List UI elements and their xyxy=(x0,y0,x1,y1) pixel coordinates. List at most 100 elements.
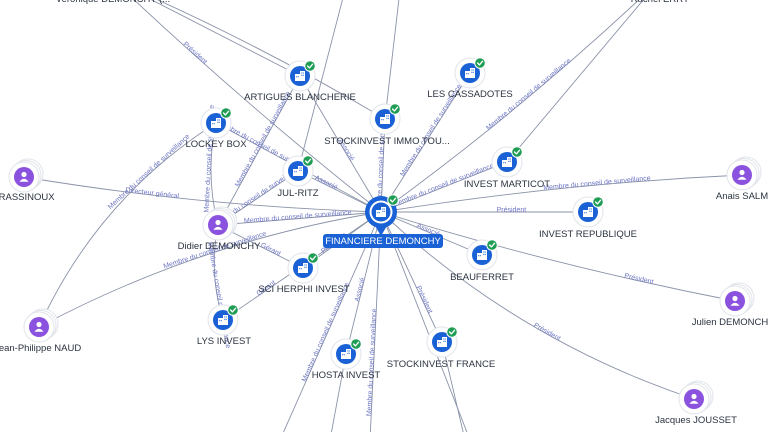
edge-label: Président xyxy=(624,273,654,286)
building-icon xyxy=(376,207,386,217)
person-icon xyxy=(19,171,29,182)
graph-node-julritz[interactable]: JUL-RITZ xyxy=(277,155,319,199)
graph-node-stockfrance[interactable]: STOCKINVEST FRANCE xyxy=(387,326,495,370)
person-icon xyxy=(34,321,44,332)
relation-edge xyxy=(150,0,301,77)
graph-node-herphi[interactable]: SCI HERPHI INVEST xyxy=(258,252,350,295)
building-icon xyxy=(583,207,593,217)
node-label: INVEST MARTICOT xyxy=(464,179,550,190)
building-icon xyxy=(293,166,303,176)
node-label: STOCKINVEST IMMO TOU... xyxy=(324,136,449,147)
edge-label: Membre du conseil de surveillance xyxy=(244,209,352,225)
building-icon xyxy=(295,71,305,81)
node-label: BEAUFERRET xyxy=(450,272,514,283)
building-icon xyxy=(298,263,308,273)
graph-node-cassadotes[interactable]: LES CASSADOTES xyxy=(427,57,513,100)
edge-label: Membre du conseil de surveillance xyxy=(376,108,388,216)
relation-edge xyxy=(384,0,400,120)
node-label: Anais SALM xyxy=(716,191,768,202)
graph-node-jousset[interactable]: Jacques JOUSSET xyxy=(655,380,737,426)
relation-edge xyxy=(297,0,343,172)
building-icon xyxy=(477,250,487,260)
node-label: SCI HERPHI INVEST xyxy=(258,284,350,295)
verified-check-icon xyxy=(220,107,232,119)
node-label: Julien DEMONCH xyxy=(692,317,768,328)
verified-check-icon xyxy=(389,103,401,115)
node-label: Jacques JOUSSET xyxy=(655,415,737,426)
person-icon xyxy=(730,295,740,306)
relation-edge xyxy=(23,176,382,213)
building-icon xyxy=(502,157,512,167)
edge-label: Président xyxy=(414,285,433,315)
verified-check-icon xyxy=(592,196,604,208)
verified-check-icon xyxy=(511,146,523,158)
edge-label: Gérant xyxy=(259,242,281,258)
relation-edge xyxy=(133,0,382,213)
node-label: STOCKINVEST FRANCE xyxy=(387,359,495,370)
relation-edge xyxy=(156,0,386,120)
building-icon xyxy=(437,337,447,347)
center-node-label: FINANCIERE DEMONCHY xyxy=(325,236,441,247)
node-label: HOSTA INVEST xyxy=(312,370,381,381)
node-label: Rachel ERRY xyxy=(631,0,690,5)
graph-node-marticot[interactable]: INVEST MARTICOT xyxy=(464,146,550,190)
edge-label: Membre du conseil de surveillance xyxy=(366,308,378,416)
verified-check-icon xyxy=(302,155,314,167)
edge-label: Président xyxy=(532,322,561,343)
person-icon xyxy=(213,219,223,230)
node-label: Veronique DEMONCHY (... xyxy=(56,0,170,5)
building-icon xyxy=(218,315,228,325)
relation-edge xyxy=(299,75,382,213)
relation-edge xyxy=(38,211,382,328)
node-label: ean-Philippe NAUD xyxy=(0,343,81,354)
verified-check-icon xyxy=(307,252,319,264)
verified-check-icon xyxy=(227,304,239,316)
person-icon xyxy=(689,393,699,404)
graph-node-julien[interactable]: Julien DEMONCH xyxy=(692,282,768,328)
verified-check-icon xyxy=(474,57,486,69)
building-icon xyxy=(211,118,221,128)
edge-label: Président xyxy=(181,41,208,66)
relation-edge xyxy=(38,122,217,328)
graph-node-lys[interactable]: LYS INVEST xyxy=(197,304,251,347)
graph-node-rassinoux[interactable]: an RASSINOUX xyxy=(0,158,55,203)
graph-node-didier[interactable]: Didier DEMONCHY xyxy=(178,206,262,252)
edge-label: Membre du conseil de surveillance xyxy=(107,133,192,211)
graph-node-artigues[interactable]: ARTIGUES BLANCHERIE xyxy=(244,60,356,103)
graph-node-beauferret[interactable]: BEAUFERRET xyxy=(450,239,514,283)
verified-check-icon xyxy=(350,338,362,350)
relation-edge xyxy=(380,0,640,213)
person-icon xyxy=(737,169,747,180)
graph-node-veronique[interactable]: Veronique DEMONCHY (... xyxy=(56,0,170,5)
verified-check-icon xyxy=(387,194,399,206)
building-icon xyxy=(341,349,351,359)
node-label: an RASSINOUX xyxy=(0,192,55,203)
relation-edge xyxy=(506,0,644,163)
graph-node-lockey[interactable]: LOCKEY BOX xyxy=(185,107,247,150)
node-label: LYS INVEST xyxy=(197,336,251,347)
node-label: Didier DEMONCHY xyxy=(178,241,262,252)
node-label: LES CASSADOTES xyxy=(427,89,513,100)
verified-check-icon xyxy=(486,239,498,251)
center-label-pill xyxy=(323,234,443,248)
verified-check-icon xyxy=(304,60,316,72)
center-node[interactable]: FINANCIERE DEMONCHY xyxy=(323,194,443,248)
graph-node-republique[interactable]: INVEST REPUBLIQUE xyxy=(539,196,637,240)
node-label: JUL-RITZ xyxy=(277,188,318,199)
relation-edge xyxy=(217,75,301,226)
graph-node-naud[interactable]: ean-Philippe NAUD xyxy=(0,308,81,354)
edge-label: Membre du conseil de surveillance xyxy=(543,175,651,192)
node-label: INVEST REPUBLIQUE xyxy=(539,229,637,240)
building-icon xyxy=(380,114,390,124)
graph-node-salm[interactable]: Anais SALM xyxy=(716,156,768,202)
node-label: LOCKEY BOX xyxy=(185,139,247,150)
graph-node-hosta[interactable]: HOSTA INVEST xyxy=(312,338,381,381)
relation-edge xyxy=(380,174,743,213)
building-icon xyxy=(465,68,475,78)
relation-edge xyxy=(380,211,736,302)
edge-label: Président xyxy=(497,207,527,214)
graph-node-stockimmo[interactable]: STOCKINVEST IMMO TOU... xyxy=(324,103,450,147)
graph-node-rachel[interactable]: Rachel ERRY xyxy=(631,0,690,5)
